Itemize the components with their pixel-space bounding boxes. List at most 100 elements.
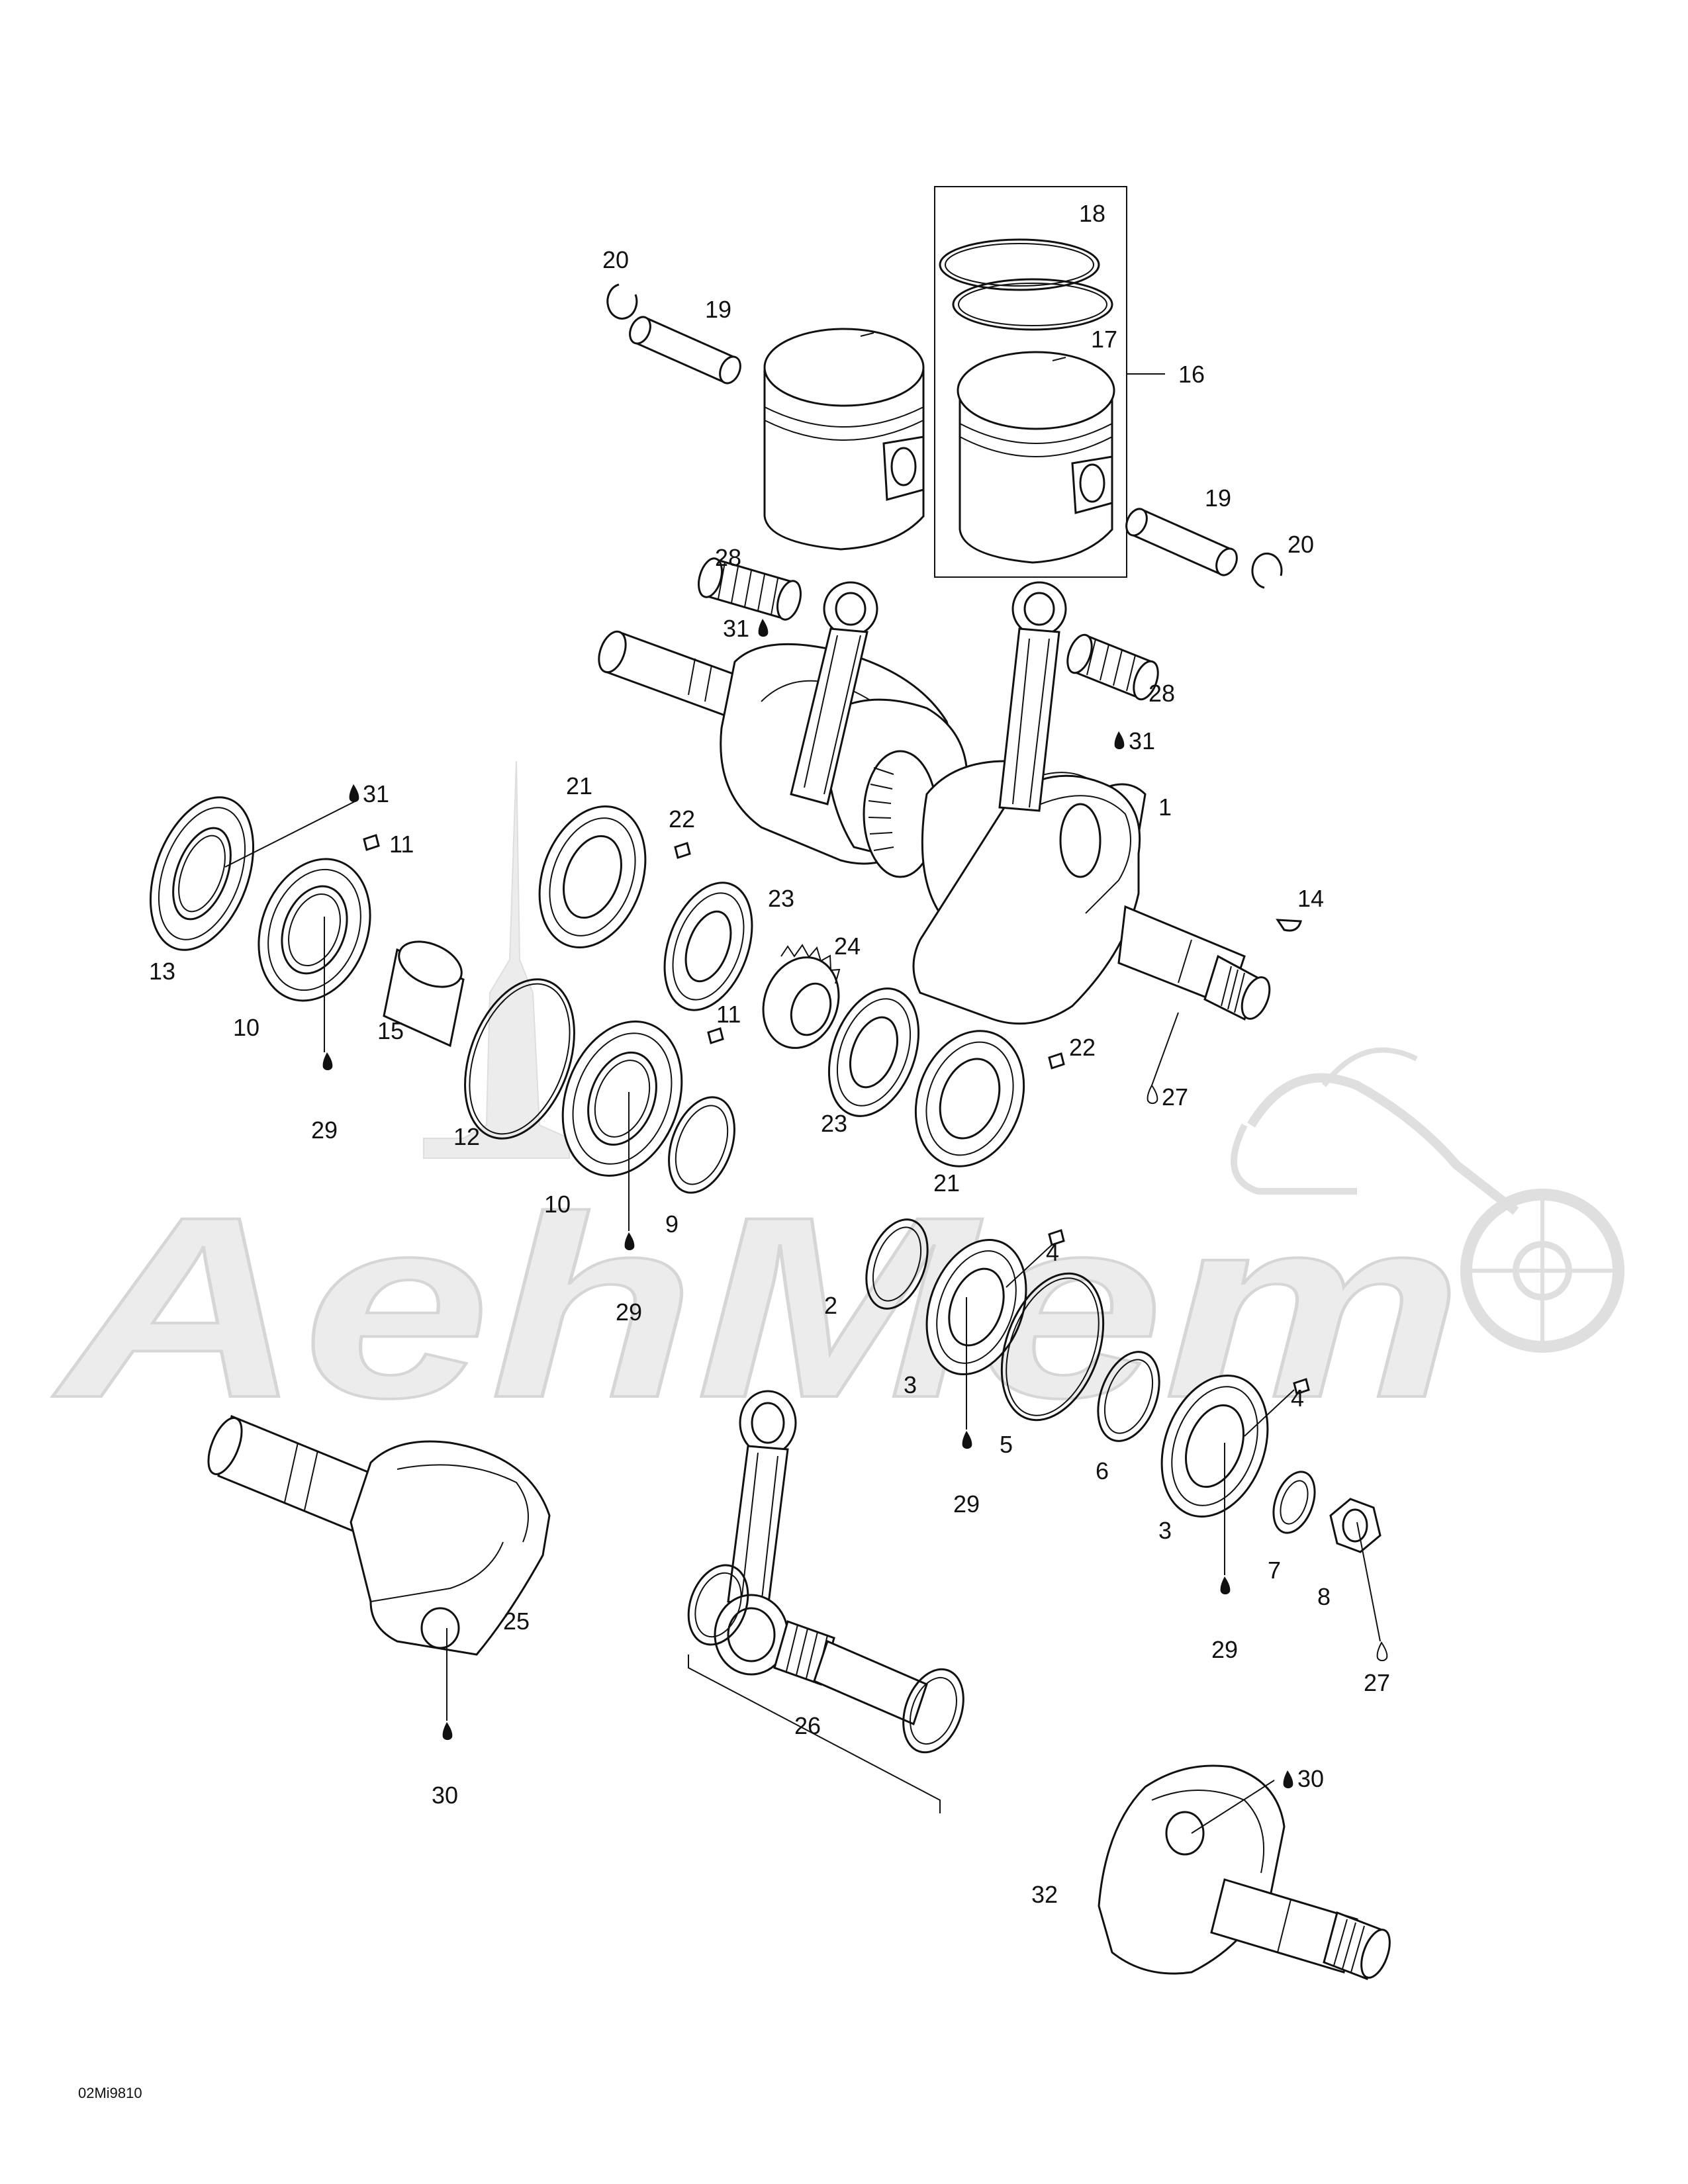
oil-seal-23-upper bbox=[663, 882, 753, 1011]
callout-28-right: 28 bbox=[1149, 680, 1175, 707]
piston-ring-upper bbox=[939, 238, 1100, 291]
o-ring-12 bbox=[464, 978, 575, 1140]
drop-icon-31-c bbox=[349, 784, 359, 803]
callout-21-lower: 21 bbox=[933, 1169, 960, 1197]
drop-icon-29-b bbox=[624, 1232, 635, 1251]
callout-3-upper: 3 bbox=[904, 1371, 917, 1398]
drop-icon-27-b bbox=[1376, 1641, 1388, 1662]
callout-22-upper: 22 bbox=[669, 805, 695, 833]
callout-30-right: 30 bbox=[1297, 1765, 1324, 1792]
callout-2: 2 bbox=[824, 1292, 837, 1319]
shim-6 bbox=[1097, 1351, 1160, 1442]
callout-23-upper: 23 bbox=[768, 885, 794, 912]
callout-13: 13 bbox=[149, 958, 175, 985]
callout-29-left: 29 bbox=[311, 1116, 338, 1144]
piston-kit-frame bbox=[934, 186, 1165, 578]
lock-washer-7 bbox=[1272, 1471, 1316, 1534]
piston-right bbox=[957, 351, 1115, 564]
ball-bearing-21-lower bbox=[914, 1030, 1025, 1167]
callout-31-bearing: 31 bbox=[363, 780, 389, 807]
callout-29-center: 29 bbox=[616, 1298, 642, 1326]
callout-29-right-a: 29 bbox=[953, 1490, 980, 1518]
callout-32: 32 bbox=[1031, 1881, 1058, 1908]
callout-31-left: 31 bbox=[723, 615, 749, 642]
callout-10-upper: 10 bbox=[233, 1014, 259, 1041]
callout-21-upper: 21 bbox=[566, 772, 592, 799]
callout-16: 16 bbox=[1178, 361, 1205, 388]
callout-10-lower: 10 bbox=[544, 1191, 571, 1218]
ball-bearing-3-lower bbox=[1160, 1374, 1269, 1518]
callout-14: 14 bbox=[1297, 885, 1324, 912]
callout-29-right-b: 29 bbox=[1211, 1636, 1238, 1663]
woodruff-key bbox=[1276, 919, 1302, 932]
dowel-pin-4-upper bbox=[1048, 1229, 1065, 1246]
callout-22-lower: 22 bbox=[1069, 1034, 1096, 1061]
callout-3-lower: 3 bbox=[1158, 1517, 1172, 1544]
callout-15: 15 bbox=[377, 1017, 404, 1044]
callout-5: 5 bbox=[1000, 1431, 1013, 1458]
needle-bearing-left bbox=[698, 557, 802, 621]
piston-ring-lower bbox=[952, 278, 1113, 331]
callout-28-left: 28 bbox=[715, 544, 741, 571]
callout-20-left: 20 bbox=[602, 246, 629, 273]
connecting-rod-kit-26 bbox=[687, 1390, 964, 1813]
callout-24: 24 bbox=[834, 933, 861, 960]
watermark-tower-icon bbox=[423, 760, 570, 1159]
dowel-pin-22-lower bbox=[1048, 1052, 1065, 1069]
drop-icon-30-a bbox=[442, 1722, 453, 1741]
callout-23-lower: 23 bbox=[821, 1110, 847, 1137]
dowel-pin-4-lower bbox=[1293, 1378, 1310, 1395]
crankshaft-assembly bbox=[598, 630, 1271, 1025]
callout-labels: 18 17 16 20 19 19 20 28 31 28 31 1 14 27… bbox=[149, 200, 1390, 1908]
crankshaft-half-32 bbox=[1098, 1764, 1391, 1980]
shim-2 bbox=[865, 1218, 929, 1310]
ball-bearing-10-lower bbox=[561, 1021, 683, 1177]
crankshaft-half-25 bbox=[207, 1414, 551, 1656]
sleeve-15 bbox=[383, 940, 465, 1048]
dowel-pin-22-upper bbox=[674, 842, 691, 859]
callout-31-right: 31 bbox=[1129, 727, 1155, 754]
callout-30-left: 30 bbox=[432, 1782, 458, 1809]
connecting-rod-right bbox=[998, 581, 1067, 812]
drop-icon-27-a bbox=[1147, 1084, 1158, 1105]
callout-4-upper: 4 bbox=[1046, 1239, 1059, 1266]
callout-11-upper: 11 bbox=[389, 831, 414, 858]
callout-27-lower: 27 bbox=[1364, 1669, 1390, 1696]
piston-left bbox=[763, 328, 925, 551]
shim-9 bbox=[668, 1096, 735, 1194]
piston-pin-right bbox=[1125, 508, 1238, 576]
watermark: AehMem bbox=[48, 760, 1624, 1453]
callout-6: 6 bbox=[1096, 1457, 1109, 1484]
needle-bearing-right bbox=[1066, 633, 1159, 701]
callout-1: 1 bbox=[1158, 794, 1172, 821]
watermark-motorcycle-icon bbox=[1231, 1047, 1624, 1353]
callout-20-right: 20 bbox=[1288, 531, 1314, 558]
callout-26: 26 bbox=[794, 1712, 821, 1739]
callout-17: 17 bbox=[1091, 326, 1117, 353]
oil-seal-23-lower bbox=[827, 987, 920, 1117]
drop-icon-31-b bbox=[1114, 731, 1125, 750]
callout-11-lower: 11 bbox=[716, 1001, 741, 1028]
o-ring-5 bbox=[1000, 1272, 1105, 1422]
dowel-pin-11-lower bbox=[707, 1027, 724, 1044]
leader-lines bbox=[224, 800, 1381, 1834]
circlip-left bbox=[606, 283, 638, 320]
ball-bearing-21-upper bbox=[538, 805, 647, 949]
callout-19-left: 19 bbox=[705, 296, 731, 323]
ball-bearing-10-upper bbox=[258, 858, 371, 1002]
callout-4-lower: 4 bbox=[1291, 1385, 1304, 1412]
callout-7: 7 bbox=[1268, 1557, 1281, 1584]
drop-icon-29-a bbox=[322, 1052, 333, 1071]
callout-8: 8 bbox=[1317, 1583, 1331, 1610]
nut-8 bbox=[1329, 1498, 1382, 1553]
piston-pin-left bbox=[629, 316, 741, 385]
callout-18: 18 bbox=[1079, 200, 1105, 227]
callout-12: 12 bbox=[453, 1123, 480, 1150]
dowel-pin-11-upper bbox=[363, 834, 380, 851]
callout-9: 9 bbox=[665, 1210, 679, 1238]
drop-icon-29-c bbox=[962, 1431, 972, 1449]
callout-27-upper: 27 bbox=[1162, 1083, 1188, 1111]
ball-bearing-3-upper bbox=[925, 1238, 1027, 1376]
oil-seal-13 bbox=[149, 796, 255, 951]
